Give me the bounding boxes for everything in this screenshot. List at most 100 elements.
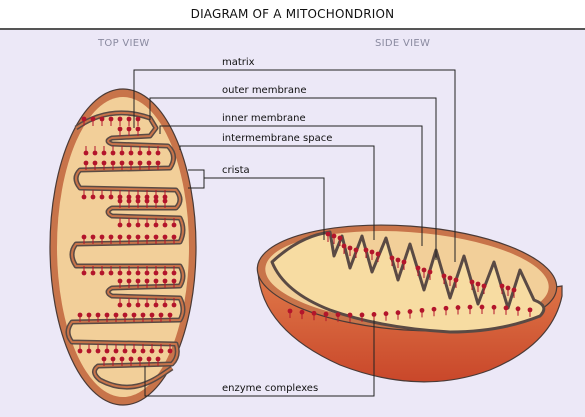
enzyme-complex <box>92 150 98 156</box>
enzyme-complex <box>117 302 123 308</box>
enzyme-complex <box>389 255 395 261</box>
enzyme-complex <box>511 287 517 293</box>
enzyme-complex <box>401 259 407 265</box>
enzyme-complex <box>135 194 141 200</box>
enzyme-complex <box>149 348 155 354</box>
enzyme-complex <box>171 270 177 276</box>
enzyme-complex <box>153 222 159 228</box>
enzyme-complex <box>153 278 159 284</box>
enzyme-complex <box>347 312 353 318</box>
enzyme-complex <box>491 304 497 310</box>
enzyme-complex <box>99 194 105 200</box>
enzyme-complex <box>359 312 365 318</box>
enzyme-complex <box>77 312 83 318</box>
enzyme-complex <box>81 194 87 200</box>
enzyme-complex <box>131 312 137 318</box>
enzyme-complex <box>135 270 141 276</box>
leader-crista-bottom <box>188 178 205 189</box>
enzyme-complex <box>162 222 168 228</box>
enzyme-complex <box>375 251 381 257</box>
enzyme-complex <box>153 194 159 200</box>
enzyme-complex <box>104 312 110 318</box>
enzyme-complex <box>117 270 123 276</box>
enzyme-complex <box>128 160 134 166</box>
enzyme-complex <box>383 311 389 317</box>
enzyme-complex <box>499 283 505 289</box>
enzyme-complex <box>92 160 98 166</box>
enzyme-complex <box>371 312 377 317</box>
enzyme-complex <box>126 302 132 308</box>
enzyme-complex <box>146 356 152 362</box>
enzyme-complex <box>515 306 521 312</box>
enzyme-complex <box>407 309 413 314</box>
enzyme-complex <box>119 150 125 156</box>
enzyme-complex <box>155 160 161 166</box>
enzyme-complex <box>153 270 159 276</box>
enzyme-complex <box>171 278 177 284</box>
enzyme-complex <box>447 275 453 281</box>
enzyme-complex <box>427 269 433 275</box>
leader-crista-top <box>188 169 325 240</box>
enzyme-complex <box>153 302 159 308</box>
enzyme-complex <box>83 150 89 156</box>
enzyme-complex <box>135 126 141 132</box>
leader-outer-membrane <box>149 97 437 260</box>
enzyme-complex <box>108 116 114 122</box>
top-view-mitochondrion <box>49 88 197 406</box>
top-inner-membrane-core <box>67 111 184 389</box>
enzyme-complex <box>162 278 168 284</box>
enzyme-complex <box>117 198 123 204</box>
enzyme-complex <box>117 222 123 228</box>
title-bar: DIAGRAM OF A MITOCHONDRION <box>0 0 585 30</box>
enzyme-complex <box>117 126 123 132</box>
enzyme-complex <box>162 194 168 200</box>
enzyme-complex <box>149 312 155 318</box>
enzyme-complex <box>117 234 123 240</box>
enzyme-complex <box>395 257 401 263</box>
enzyme-complex <box>108 234 114 240</box>
leader-enzyme-top <box>144 320 375 397</box>
enzyme-complex <box>171 234 177 240</box>
enzyme-complex <box>146 160 152 166</box>
enzyme-complex <box>144 302 150 308</box>
enzyme-complex <box>347 245 353 251</box>
enzyme-complex <box>119 356 125 362</box>
enzyme-complex <box>119 160 125 166</box>
enzyme-complex <box>140 348 146 354</box>
enzyme-complex <box>86 312 92 318</box>
enzyme-complex <box>135 278 141 284</box>
enzyme-complex <box>122 312 128 318</box>
leader-inner-membrane <box>159 125 423 246</box>
enzyme-complex <box>126 116 132 122</box>
enzyme-complex <box>86 348 92 354</box>
enzyme-complex <box>144 198 150 204</box>
enzyme-complex <box>117 278 123 284</box>
enzyme-complex <box>455 305 461 310</box>
label-crista: crista <box>222 165 250 176</box>
enzyme-complex <box>153 198 159 204</box>
top-enzyme-complexes <box>77 116 177 366</box>
side-view-label: SIDE VIEW <box>375 38 431 49</box>
enzyme-complex <box>135 234 141 240</box>
enzyme-complex <box>505 285 511 291</box>
enzyme-complex <box>99 116 105 122</box>
enzyme-complex <box>167 348 173 354</box>
enzyme-complex <box>110 356 116 362</box>
enzyme-complex <box>527 307 533 313</box>
enzyme-complex <box>469 279 475 285</box>
enzyme-complex <box>162 198 168 204</box>
enzyme-complex <box>467 304 473 310</box>
enzyme-complex <box>287 308 293 314</box>
enzyme-complex <box>337 235 343 241</box>
enzyme-complex <box>126 270 132 276</box>
enzyme-complex <box>158 348 164 354</box>
enzyme-complex <box>431 306 437 312</box>
label-matrix: matrix <box>222 57 255 68</box>
enzyme-complex <box>135 302 141 308</box>
side-enzyme-complexes <box>287 231 533 322</box>
enzyme-complex <box>126 194 132 200</box>
label-outer-membrane: outer membrane <box>222 85 307 96</box>
enzyme-complex <box>126 278 132 284</box>
